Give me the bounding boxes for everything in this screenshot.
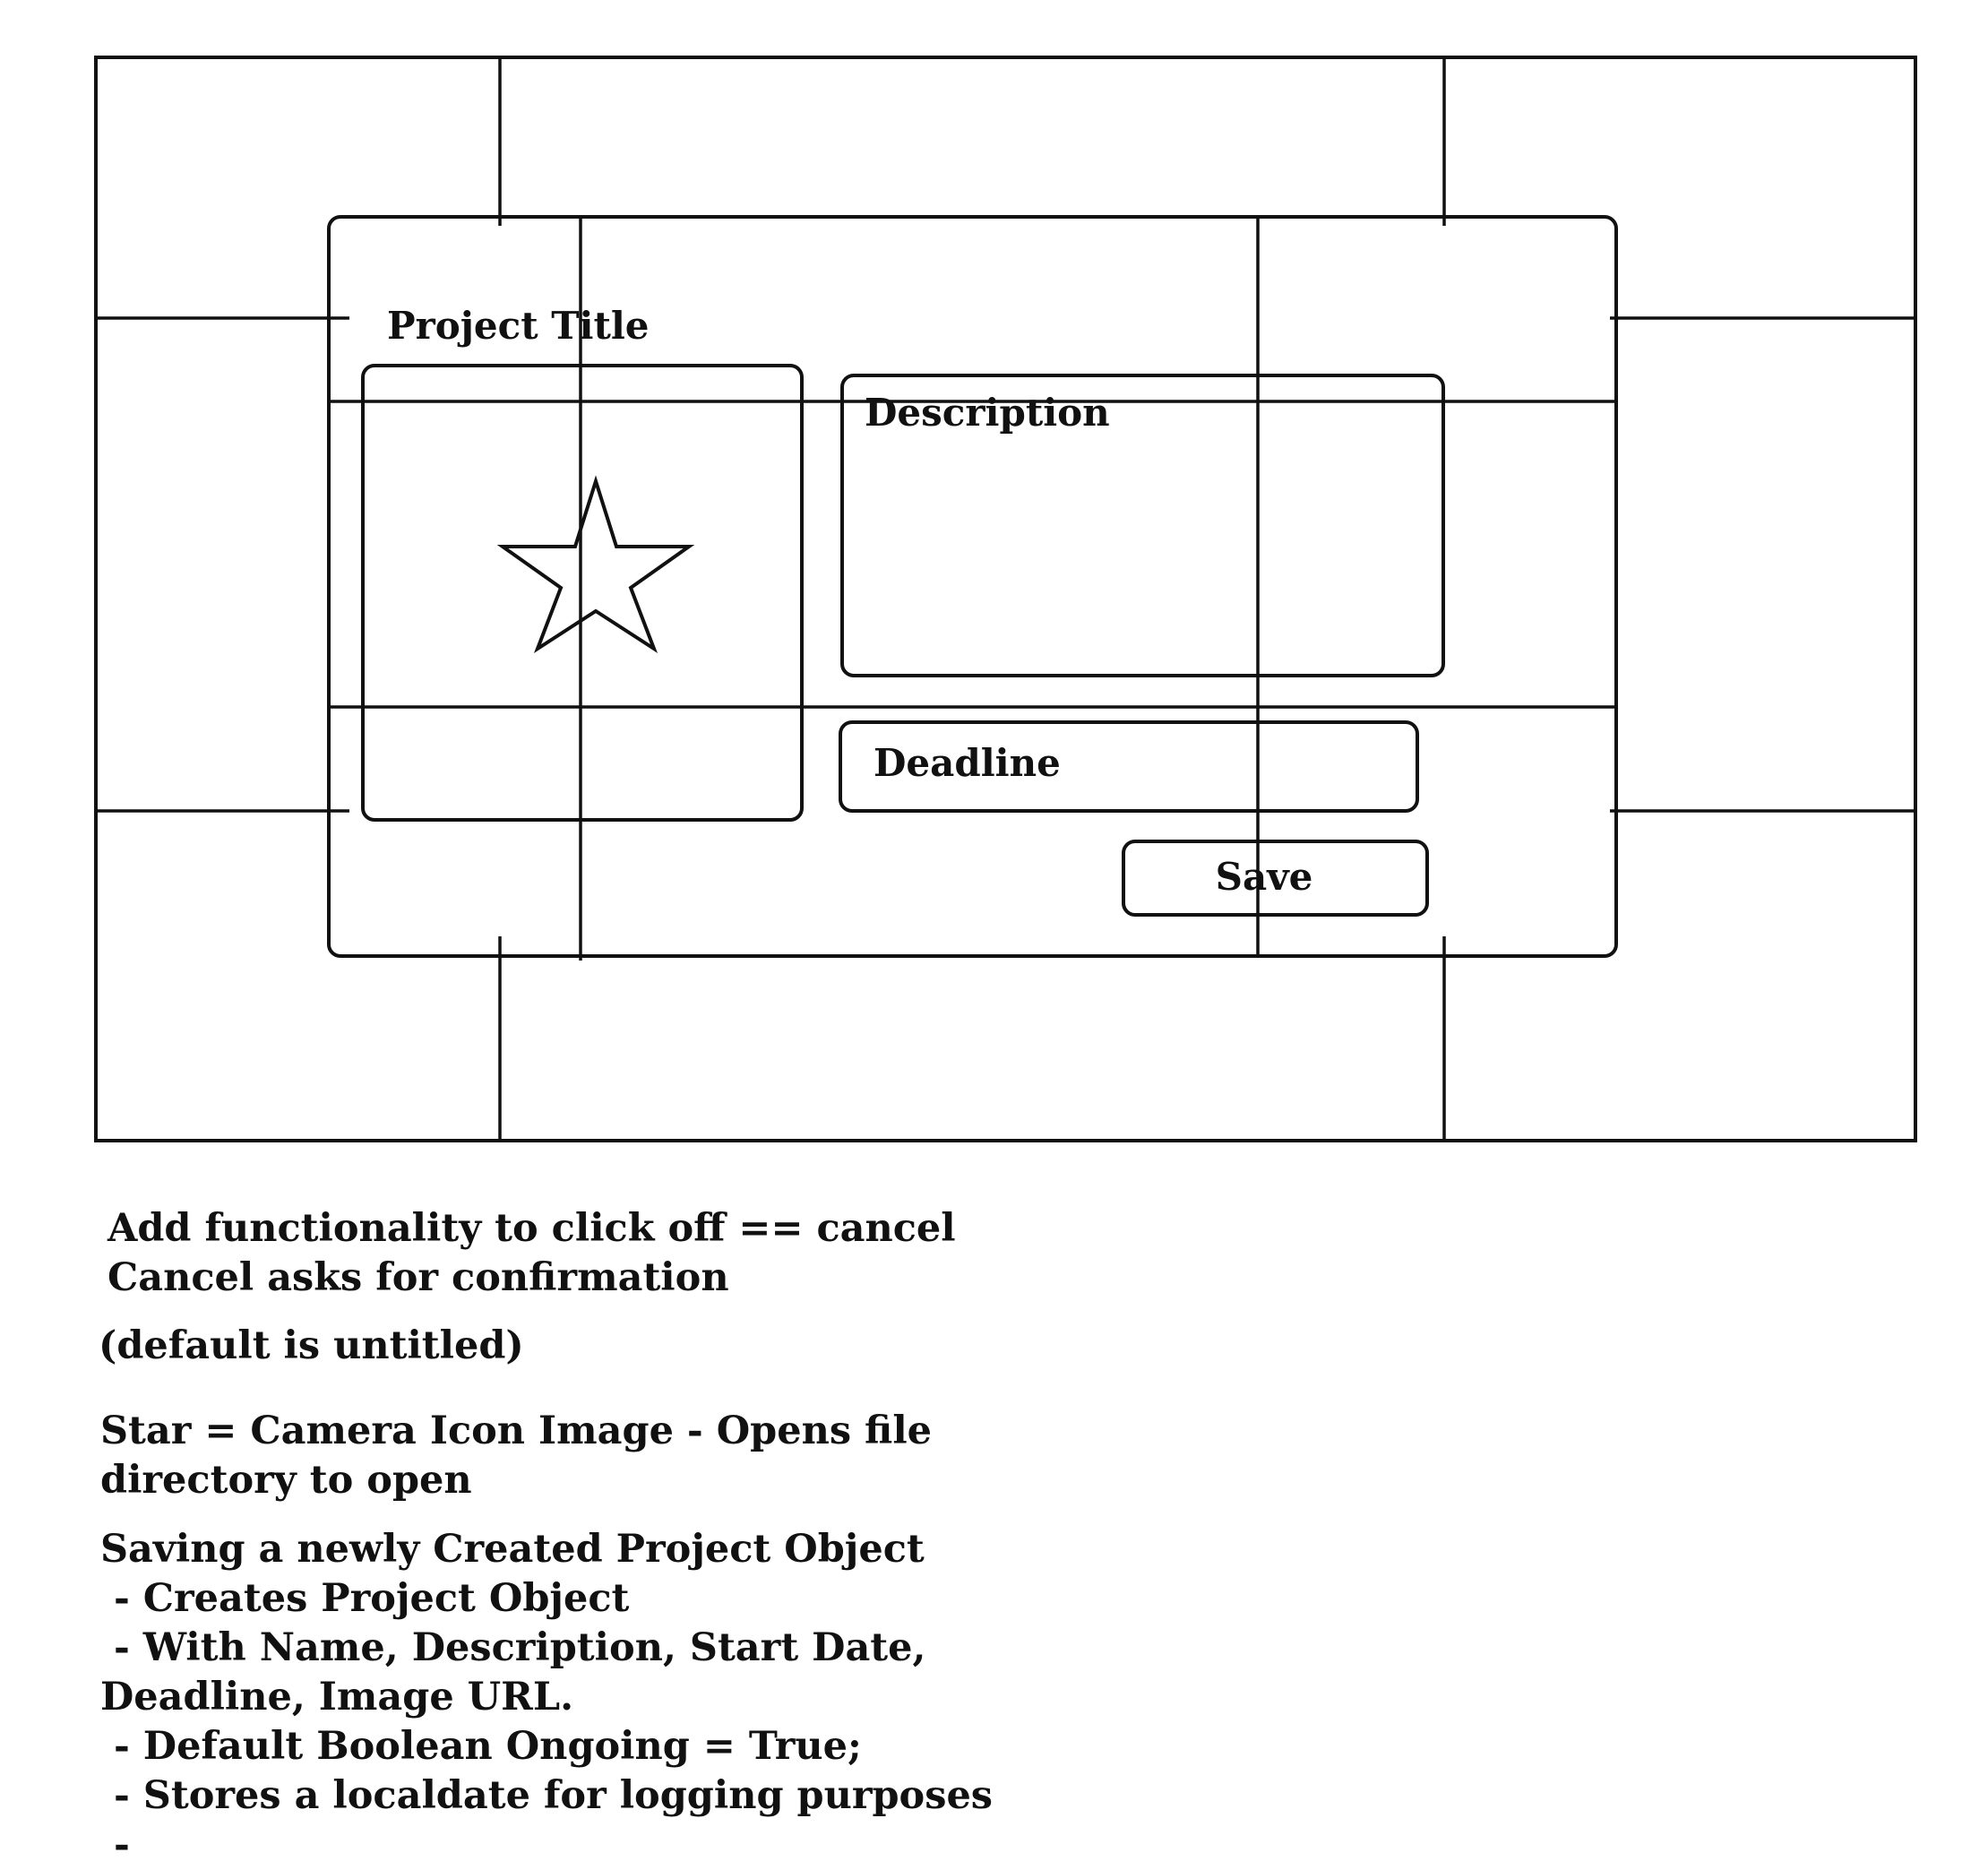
deadline-label: Deadline <box>874 741 1061 785</box>
note-saving-project: Saving a newly Created Project Object - … <box>100 1527 994 1867</box>
project-title-label[interactable]: Project Title <box>387 304 650 348</box>
description-label: Description <box>865 391 1110 435</box>
save-button-label: Save <box>1216 855 1313 899</box>
layout-guides <box>96 56 1915 1141</box>
new-project-dialog[interactable] <box>327 215 1618 958</box>
image-picker-box[interactable] <box>361 364 804 822</box>
note-default-title: (default is untitled) <box>99 1323 524 1368</box>
screen-frame <box>94 56 1917 1142</box>
deadline-field[interactable] <box>839 720 1419 813</box>
star-icon[interactable] <box>496 475 695 654</box>
description-field[interactable] <box>840 374 1445 677</box>
save-button[interactable] <box>1122 840 1429 917</box>
note-click-off: Add functionality to click off == cancel… <box>108 1206 956 1300</box>
note-star-icon: Star = Camera Icon Image - Opens file di… <box>100 1409 933 1503</box>
wireframe-sketch: Project Title Description Deadline Save <box>94 56 1917 1142</box>
